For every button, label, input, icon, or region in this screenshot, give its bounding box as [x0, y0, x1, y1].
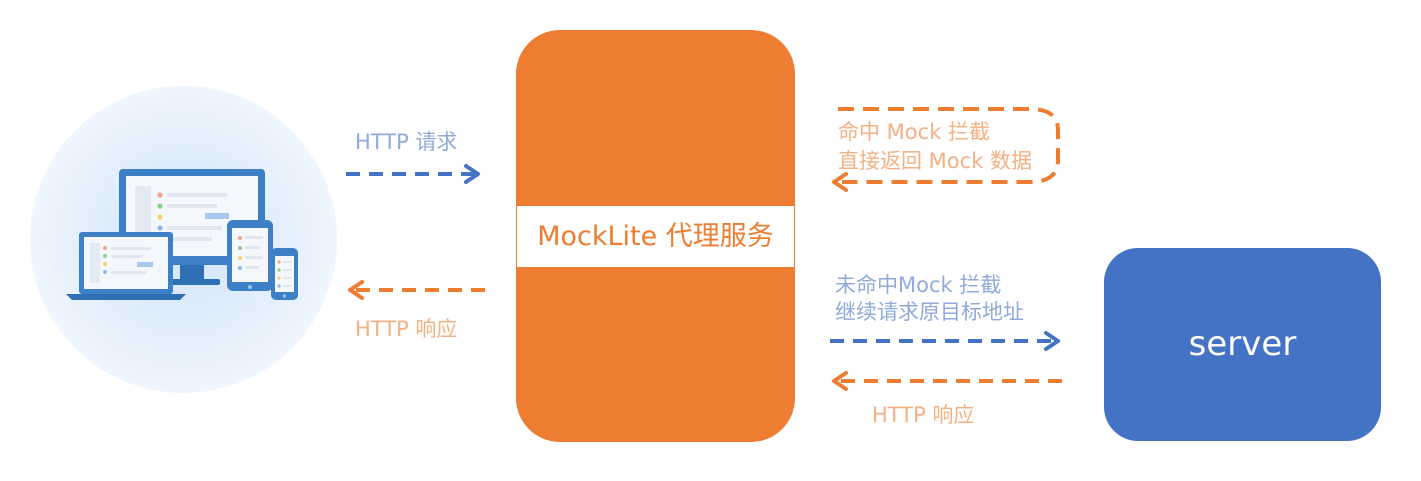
- request-arrow-client-to-proxy: [346, 164, 480, 184]
- server-node: server: [1104, 248, 1381, 441]
- response-arrow-proxy-to-client: [348, 280, 485, 300]
- mock-hit-label-line2: 直接返回 Mock 数据: [838, 149, 1033, 173]
- multi-device-icon: [66, 169, 298, 300]
- request-arrow-proxy-to-server: [830, 331, 1060, 351]
- mock-hit-label-line1: 命中 Mock 拦截: [838, 120, 991, 144]
- http-response-label-server: HTTP 响应: [872, 403, 975, 427]
- proxy-label: MockLite 代理服务: [517, 206, 794, 267]
- mock-miss-label-line1: 未命中Mock 拦截: [835, 273, 1002, 297]
- http-request-label: HTTP 请求: [355, 130, 458, 154]
- response-arrow-server-to-proxy: [832, 371, 1062, 391]
- mock-miss-label-line2: 继续请求原目标地址: [835, 300, 1024, 324]
- mock-hit-loop-arrow: [832, 107, 1060, 192]
- http-response-label-client: HTTP 响应: [355, 317, 458, 341]
